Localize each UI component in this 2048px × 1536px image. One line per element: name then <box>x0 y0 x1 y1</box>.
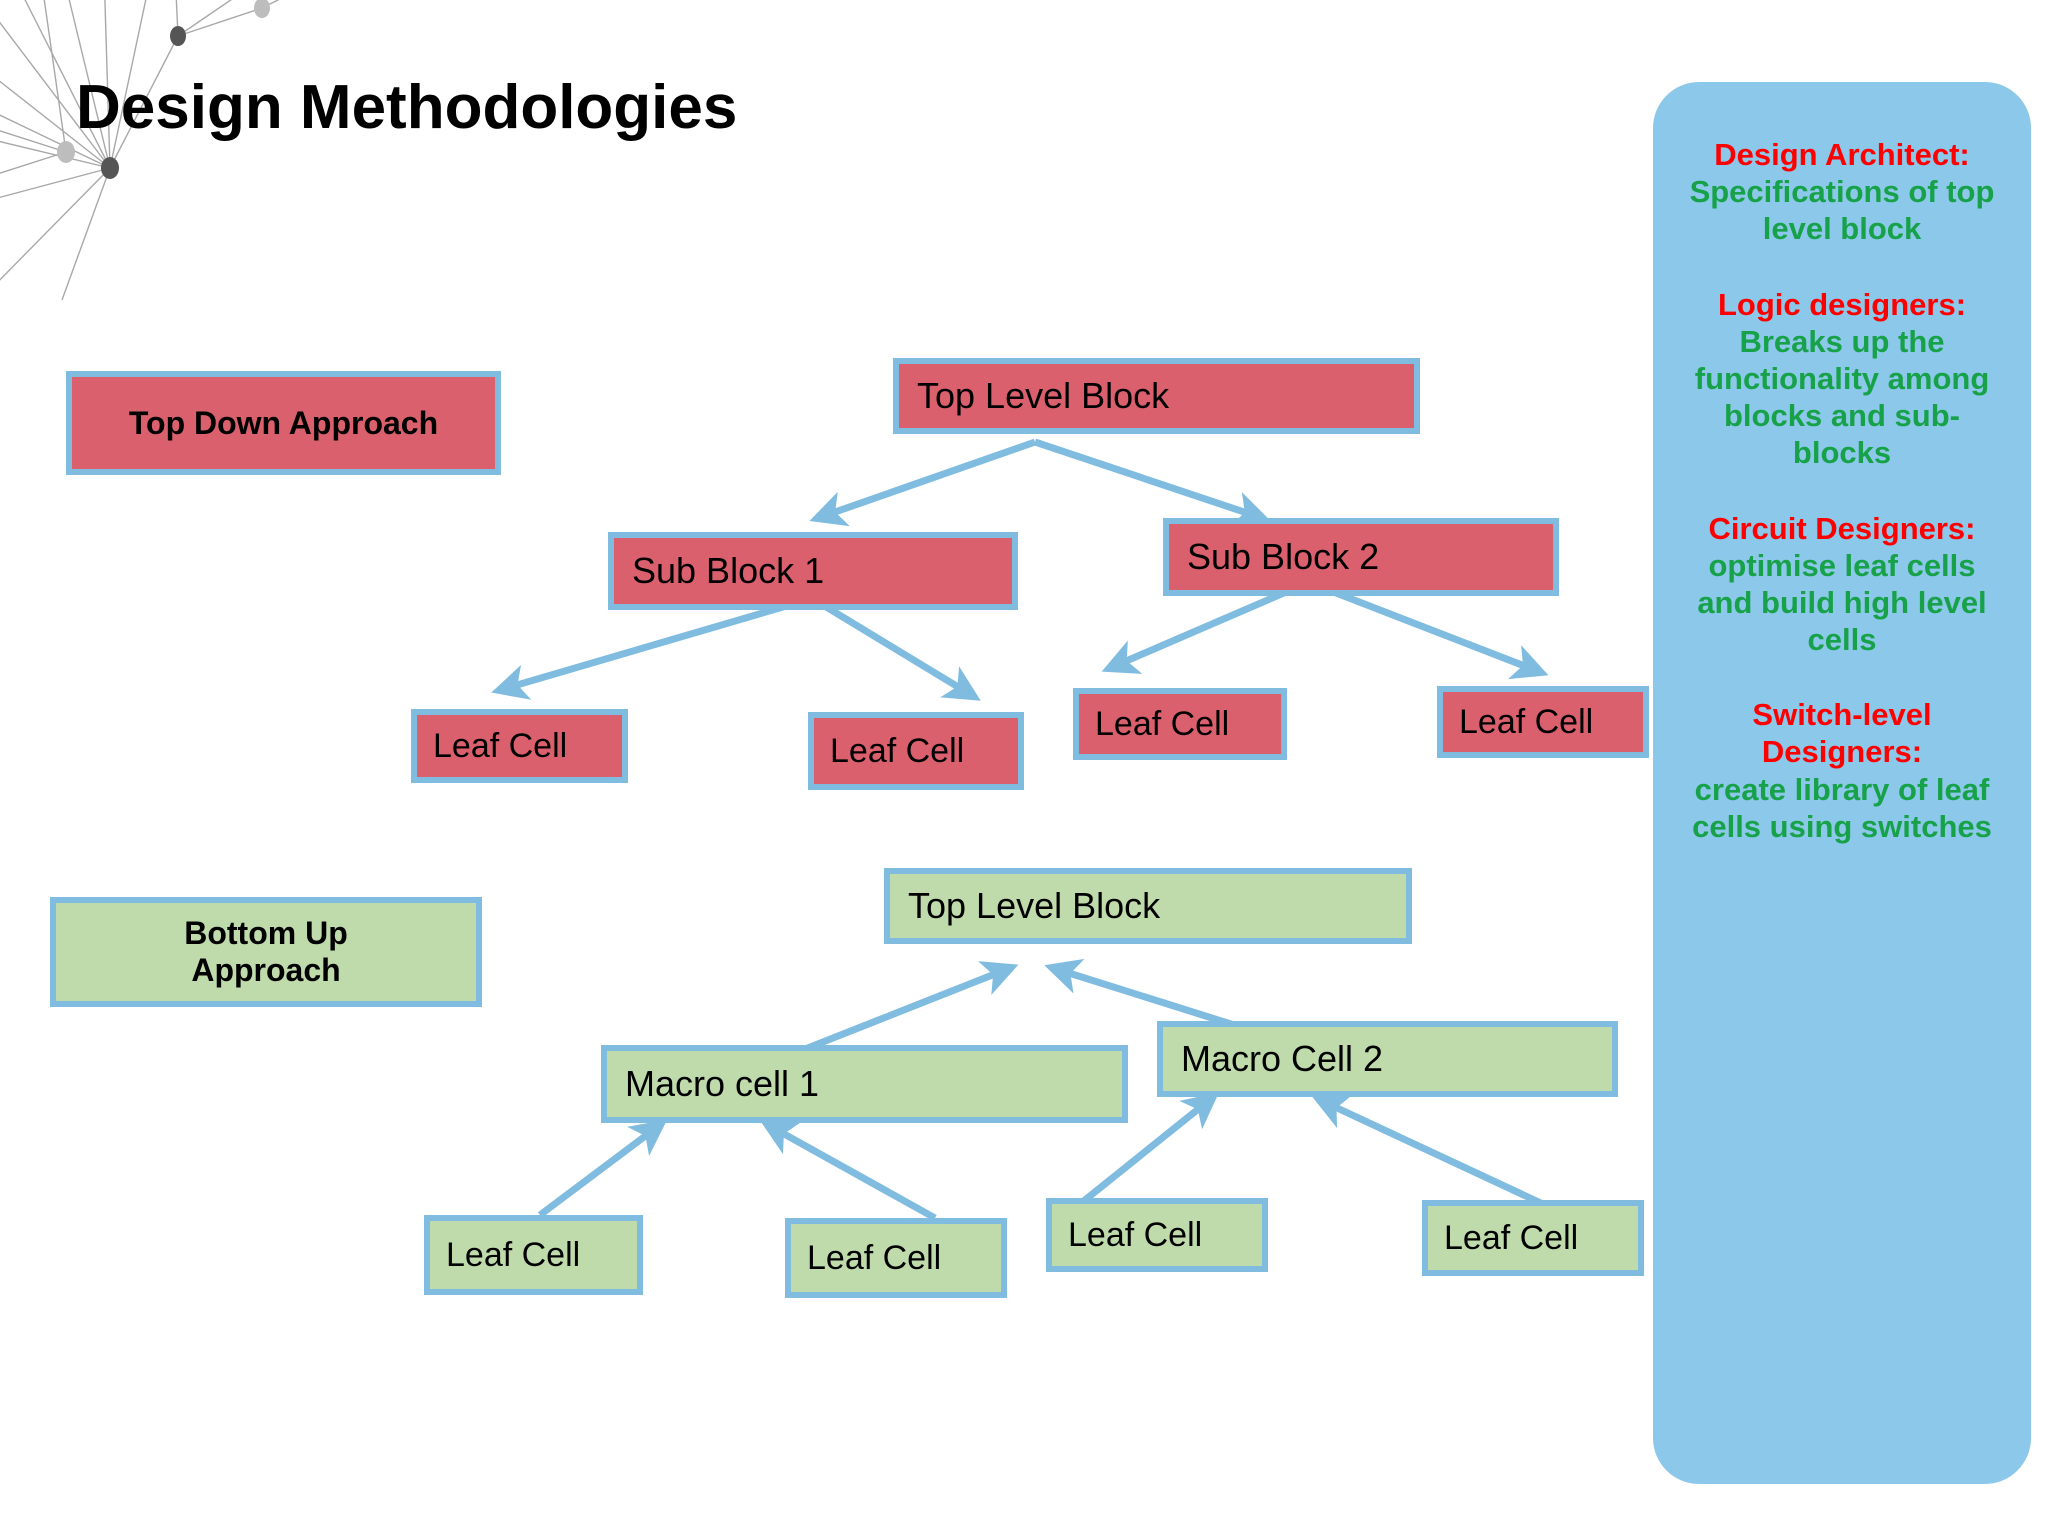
bottom-up-leaf-cell-2: Leaf Cell <box>785 1218 1007 1298</box>
bottom-up-macro-cell-1-label: Macro cell 1 <box>625 1063 820 1104</box>
top-down-sub-block-1-label: Sub Block 1 <box>632 550 825 591</box>
role-group-circuit-designers: Circuit Designers: optimise leaf cells a… <box>1679 510 2005 659</box>
role-heading-logic-designers: Logic designers: <box>1717 286 1967 322</box>
top-down-leaf-cell-3-label: Leaf Cell <box>1095 704 1230 743</box>
top-down-leaf-cell-1-label: Leaf Cell <box>433 726 568 765</box>
bottom-up-leaf-cell-3: Leaf Cell <box>1046 1198 1268 1272</box>
role-body-logic-designers: Breaks up the functionality among blocks… <box>1694 323 1990 471</box>
top-down-leaf-cell-1: Leaf Cell <box>411 709 628 783</box>
top-down-root-block: Top Level Block <box>893 358 1420 434</box>
bottom-up-macro-cell-1: Macro cell 1 <box>601 1045 1128 1123</box>
bottom-up-macro-cell-2-label: Macro Cell 2 <box>1181 1038 1384 1079</box>
role-heading-design-architect: Design Architect: <box>1714 137 1970 172</box>
top-down-sub-block-1: Sub Block 1 <box>608 532 1018 610</box>
page-title: Design Methodologies <box>76 73 738 142</box>
bottom-up-leaf-cell-1-label: Leaf Cell <box>446 1235 581 1274</box>
top-down-leaf-cell-2: Leaf Cell <box>808 712 1024 790</box>
bottom-up-leaf-cell-3-label: Leaf Cell <box>1068 1215 1203 1254</box>
role-body-switch-level-designers: create library of leaf cells using switc… <box>1692 771 1992 844</box>
top-down-leaf-cell-3: Leaf Cell <box>1073 688 1287 760</box>
top-down-sub-block-2: Sub Block 2 <box>1163 518 1559 596</box>
bottom-up-approach-text-line1: Bottom Up <box>184 915 348 951</box>
role-body-circuit-designers: optimise leaf cells and build high level… <box>1697 547 1987 658</box>
top-down-leaf-cell-4-label: Leaf Cell <box>1459 702 1594 741</box>
role-body-design-architect: Specifications of top level block <box>1689 174 1995 247</box>
top-down-leaf-cell-4: Leaf Cell <box>1437 686 1649 758</box>
bottom-up-leaf-cell-4: Leaf Cell <box>1422 1200 1644 1276</box>
role-group-logic-designers: Logic designers: Breaks up the functiona… <box>1679 286 2005 472</box>
roles-side-panel: Design Architect: Specifications of top … <box>1653 82 2031 1484</box>
top-down-leaf-cell-2-label: Leaf Cell <box>830 731 965 770</box>
role-group-switch-level-designers: Switch-level Designers: create library o… <box>1679 696 2005 845</box>
top-down-sub-block-2-label: Sub Block 2 <box>1187 536 1380 577</box>
bottom-up-leaf-cell-2-label: Leaf Cell <box>807 1238 942 1277</box>
network-decoration-graphic <box>0 0 280 300</box>
bottom-up-approach-text-line2: Approach <box>191 952 341 988</box>
bottom-up-root-block: Top Level Block <box>884 868 1412 944</box>
top-down-root-label: Top Level Block <box>917 375 1170 416</box>
role-heading-circuit-designers: Circuit Designers: <box>1708 510 1976 546</box>
bottom-up-root-label: Top Level Block <box>908 885 1161 926</box>
bottom-up-approach-label: Bottom Up Approach <box>50 897 482 1007</box>
top-down-approach-text: Top Down Approach <box>128 404 439 441</box>
bottom-up-leaf-cell-4-label: Leaf Cell <box>1444 1218 1579 1257</box>
bottom-up-leaf-cell-1: Leaf Cell <box>424 1215 643 1295</box>
role-heading-switch-level-designers: Switch-level Designers: <box>1752 697 1932 770</box>
role-group-design-architect: Design Architect: Specifications of top … <box>1679 136 2005 248</box>
top-down-approach-label: Top Down Approach <box>66 371 501 475</box>
bottom-up-macro-cell-2: Macro Cell 2 <box>1157 1021 1618 1097</box>
